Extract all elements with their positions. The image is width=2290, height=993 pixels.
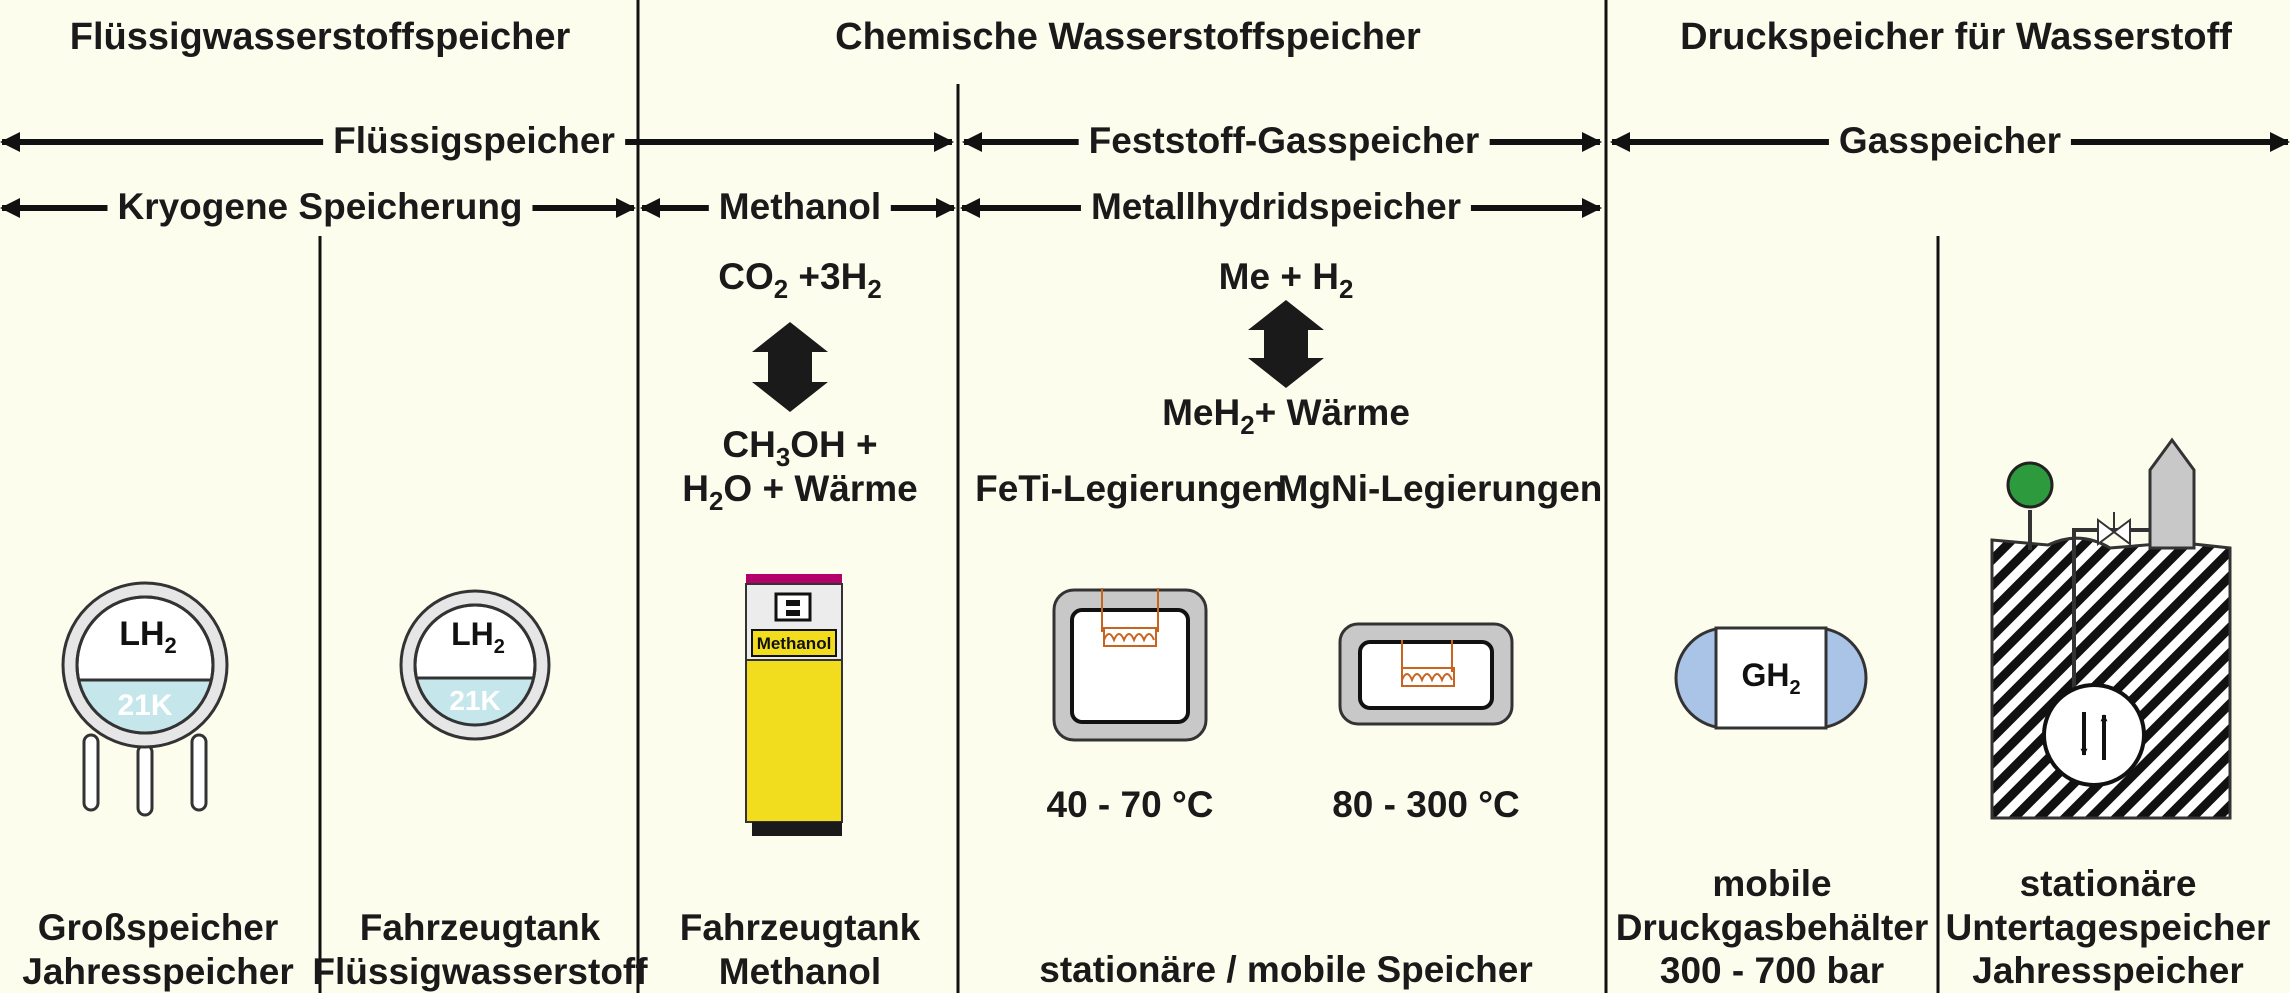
methanol-reaction-reactants: CO2 +3H2 (718, 256, 882, 305)
label-feti-alloys: FeTi-Legierungen (975, 468, 1285, 509)
hydride-reaction-reactants: Me + H2 (1218, 256, 1354, 305)
header-pressure-storage: Druckspeicher für Wasserstoff (1680, 16, 2232, 58)
hydride-reaction-products: MeH2+ Wärme (1162, 392, 1410, 441)
pump-methanol-label: Methanol (757, 634, 832, 653)
feti-hydride-tank-icon (1052, 588, 1208, 742)
methanol-pump-icon (745, 574, 843, 836)
label-mgni-temperature: 80 - 300 °C (1332, 784, 1520, 825)
large-lh2-tank-icon (61, 581, 229, 817)
label-mgni-alloys: MgNi-Legierungen (1277, 468, 1603, 509)
gh2-pressure-vessel-icon (1674, 626, 1868, 730)
label-fluessigspeicher: Flüssigspeicher (323, 120, 625, 163)
caption-hydride-storage: stationäre / mobile Speicher (1039, 949, 1533, 990)
header-liquid-storage: Flüssigwasserstoffspeicher (69, 16, 571, 58)
mgni-hydride-tank-icon (1338, 622, 1514, 726)
label-feti-temperature: 40 - 70 °C (1046, 784, 1214, 825)
label-methanol: Methanol (708, 186, 892, 229)
underground-storage-icon (1990, 437, 2232, 820)
label-feststoff-gasspeicher: Feststoff-Gasspeicher (1078, 120, 1490, 163)
large-lh2-label: LH2 (119, 615, 177, 658)
vehicle-21k-label: 21K (449, 685, 500, 716)
hydride-reaction-double-arrow (1248, 300, 1324, 388)
gh2-label: GH2 (1741, 657, 1800, 699)
large-21k-label: 21K (117, 689, 172, 722)
header-chemical-storage: Chemische Wasserstoffspeicher (835, 16, 1421, 58)
methanol-reaction-product-line1: CH3OH + (722, 424, 878, 473)
label-gasspeicher: Gasspeicher (1828, 120, 2072, 163)
methanol-reaction-double-arrow (752, 322, 828, 412)
methanol-reaction-product-line2: H2O + Wärme (682, 468, 918, 517)
vehicle-lh2-tank-icon (399, 589, 551, 741)
vehicle-lh2-label: LH2 (451, 616, 505, 658)
label-metallhydridspeicher: Metallhydridspeicher (1080, 186, 1472, 229)
label-kryogene-speicherung: Kryogene Speicherung (107, 186, 533, 229)
